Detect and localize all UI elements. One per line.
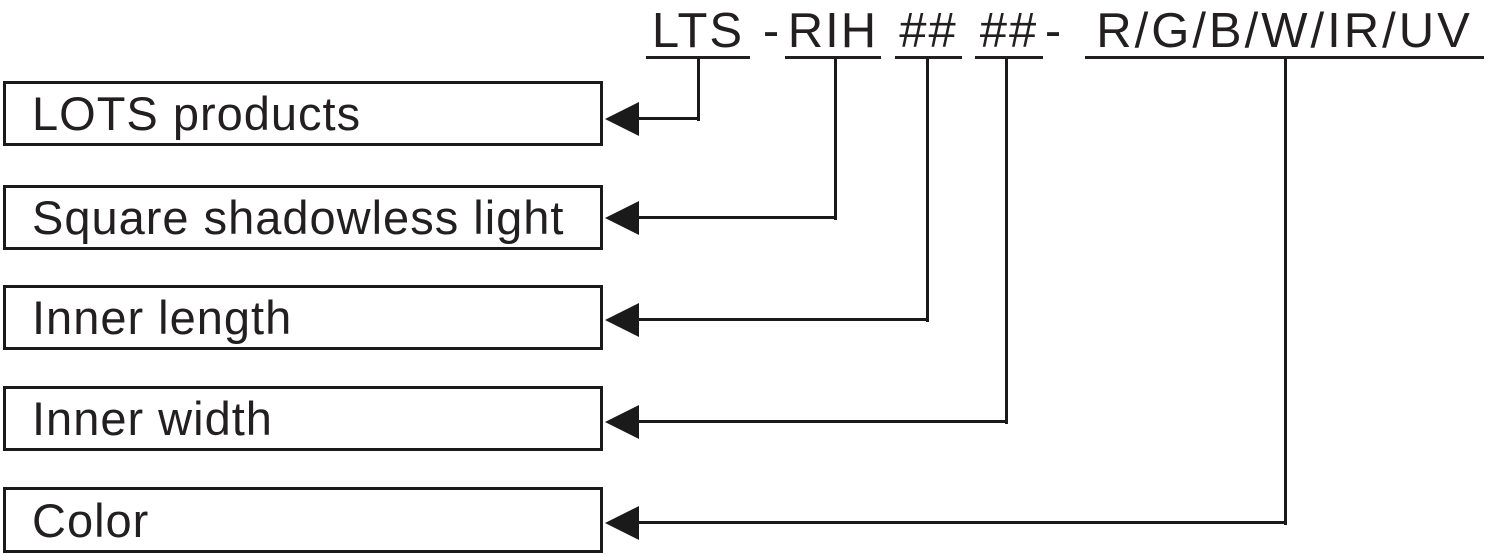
label-text-inner-width: Inner width [32, 392, 273, 445]
connector-horizontal-line [634, 318, 929, 321]
code-segment-inner-width: ## [975, 6, 1043, 59]
code-separator-dash: - [762, 4, 782, 58]
code-segment-color-options: R/G/B/W/IR/UV [1085, 6, 1484, 59]
connector-vertical-line [834, 58, 837, 220]
label-text-inner-length: Inner length [32, 291, 293, 344]
connector-vertical-line [926, 58, 929, 322]
label-box-square-shadowless-light: Square shadowless light [3, 185, 603, 250]
label-text-color: Color [32, 493, 150, 547]
connector-vertical-line [1005, 58, 1008, 424]
connector-vertical-line [697, 58, 700, 121]
label-box-color: Color [3, 487, 603, 553]
arrow-left-icon [605, 303, 639, 337]
code-segment-inner-length: ## [895, 6, 962, 59]
connector-horizontal-line [634, 117, 700, 120]
code-segment-brand: LTS [646, 6, 750, 59]
arrow-left-icon [605, 506, 639, 540]
connector-horizontal-line [634, 420, 1008, 423]
connector-horizontal-line [634, 521, 1287, 524]
code-separator-dash-2: - [1044, 4, 1064, 58]
label-text-square-shadowless-light: Square shadowless light [32, 191, 565, 244]
arrow-left-icon [605, 102, 639, 136]
connector-horizontal-line [634, 216, 837, 219]
code-segment-series: RIH [785, 6, 881, 59]
connector-vertical-line [1284, 58, 1287, 525]
label-box-lots-products: LOTS products [3, 81, 603, 146]
arrow-left-icon [605, 201, 639, 235]
label-text-lots-products: LOTS products [32, 87, 362, 140]
label-box-inner-length: Inner length [3, 285, 603, 350]
label-box-inner-width: Inner width [3, 386, 603, 451]
arrow-left-icon [605, 405, 639, 439]
